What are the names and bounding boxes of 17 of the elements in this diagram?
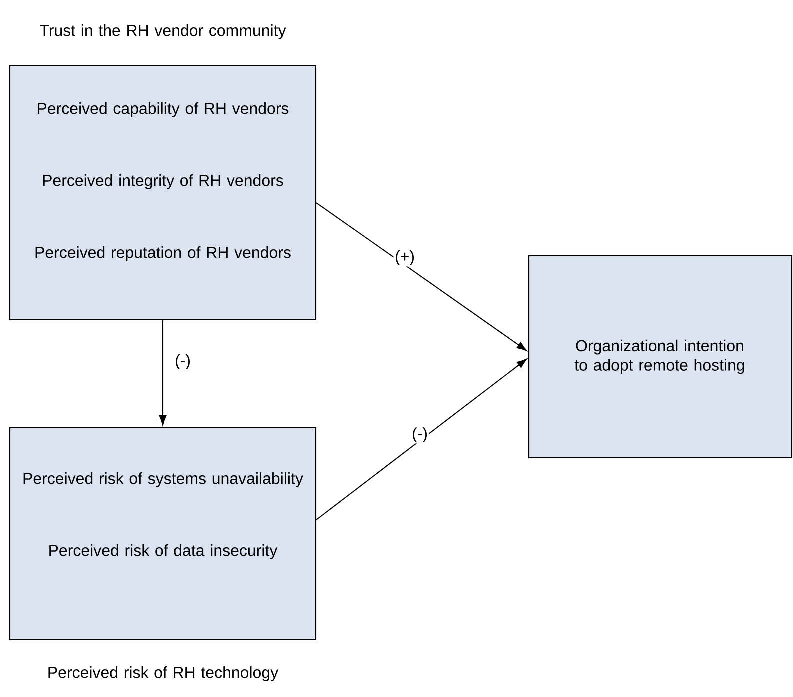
edge-label: (-) xyxy=(413,428,427,442)
concept-box xyxy=(528,255,793,459)
box-text: Perceived risk of data insecurity xyxy=(50,544,278,560)
box-text: Organizational intention to adopt remote hosting xyxy=(574,340,744,374)
edge-label: (+) xyxy=(396,250,414,266)
box-text: Perceived capability of RH vendors xyxy=(38,102,289,118)
arrow xyxy=(159,320,167,426)
concept-box xyxy=(9,427,317,682)
box-text: Perceived risk of systems unavailability xyxy=(24,472,304,488)
box-text: Perceived risk of RH technology xyxy=(48,666,279,682)
box-text: Trust in the RH vendor community xyxy=(40,24,286,40)
arrow xyxy=(316,358,528,520)
box-text: Perceived reputation of RH vendors xyxy=(36,246,291,262)
edge-label: (-) xyxy=(176,354,190,370)
concept-box xyxy=(9,24,317,321)
box-text: Perceived integrity of RH vendors xyxy=(43,174,284,190)
arrow xyxy=(316,202,527,352)
